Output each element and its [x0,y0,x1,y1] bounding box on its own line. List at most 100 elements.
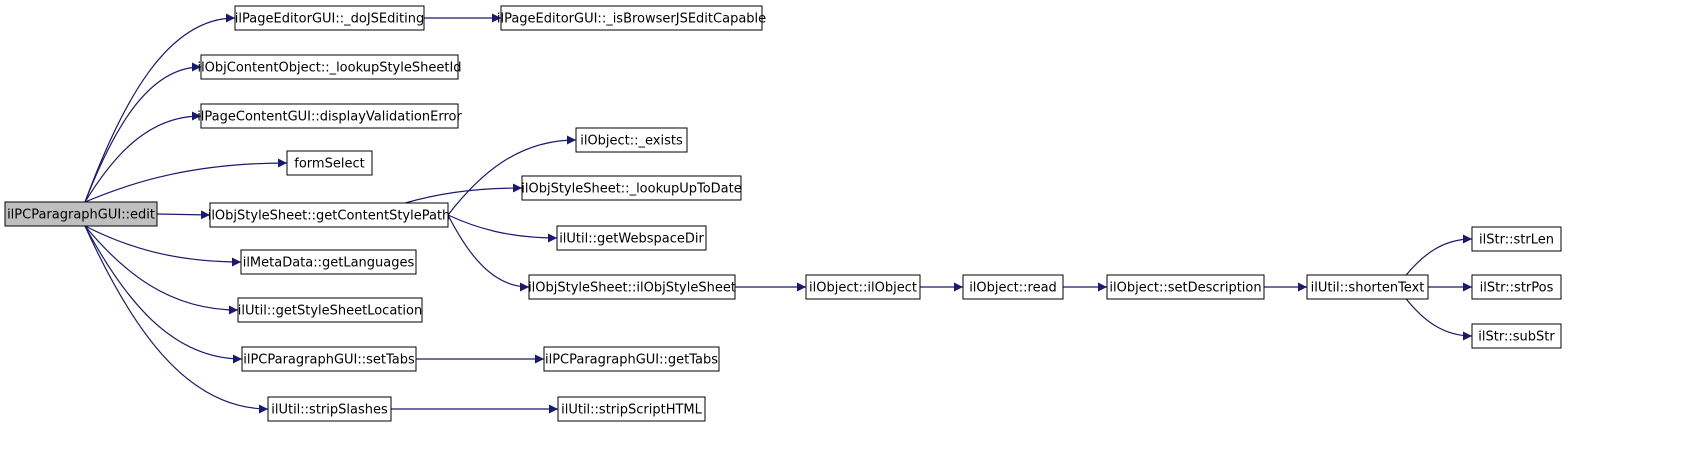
node-box [575,127,688,153]
node-box [500,5,763,31]
edge-n0-to-n6 [156,210,211,220]
node-ilutil-getstylesheetlocation[interactable]: ilUtil::getStyleSheetLocation [237,297,423,323]
node-label: ilPageEditorGUI::_doJSEditing [235,12,424,27]
edge-n0-to-n5 [84,158,288,203]
node-ilobjstylesheet-ilobjstylesheet[interactable]: ilObjStyleSheet::ilObjStyleSheet [528,274,736,300]
node-ilobject-setdescription[interactable]: ilObject::setDescription [1106,274,1265,300]
edge-arrow [156,210,211,220]
node-label: ilUtil::shortenText [1311,281,1425,296]
edge-arrow [84,225,242,267]
node-label: ilObjStyleSheet::ilObjStyleSheet [528,281,736,296]
node-label: ilObject::read [969,281,1057,296]
edge-arrow [1405,234,1473,276]
node-ilutil-shortentext[interactable]: ilUtil::shortenText [1306,274,1429,300]
node-ilpcparagraphgui-gettabs[interactable]: ilPCParagraphGUI::getTabs [543,346,720,372]
nodes-layer: ilPCParagraphGUI::edit ilPageEditorGUI::_… [4,5,1562,422]
node-box [234,5,425,31]
node-label: ilStr::strPos [1480,281,1554,296]
node-label: ilObject::ilObject [809,281,917,296]
node-ilpcparagraphgui-edit[interactable]: ilPCParagraphGUI::edit [4,201,158,227]
node-label: ilStr::strLen [1479,233,1554,248]
node-box [240,249,417,275]
node-box [1306,274,1429,300]
node-label: formSelect [294,157,364,172]
node-box [543,346,720,372]
node-ilobject-read[interactable]: ilObject::read [962,274,1064,300]
edge-n6-to-n10 [447,214,530,292]
edge-n0-to-n18 [84,225,242,267]
edge-n6-to-n8 [404,183,523,204]
node-label: ilObjStyleSheet::_lookupUpToDate [521,182,741,197]
edge-arrow [84,62,202,203]
node-label: ilPageEditorGUI::_isBrowserJSEditCapable [497,12,766,27]
edge-arrow [447,214,558,243]
node-label: ilUtil::stripSlashes [271,403,388,418]
node-ilpagecontentgui-displayvalidationerror[interactable]: ilPageContentGUI::displayValidationError [197,103,462,129]
node-ilutil-getwebspacedir[interactable]: ilUtil::getWebspaceDir [556,225,707,251]
node-label: ilObjStyleSheet::getContentStylePath [208,209,451,224]
node-box [1471,323,1562,349]
node-box [4,201,158,227]
node-label: ilPCParagraphGUI::setTabs [243,353,415,368]
edge-n0-to-n22 [84,225,269,414]
node-ilstr-substr[interactable]: ilStr::subStr [1471,323,1562,349]
node-box [241,346,417,372]
node-ilobject-ilobject[interactable]: ilObject::ilObject [805,274,921,300]
node-label: ilObject::setDescription [1109,281,1261,296]
edge-arrow [84,225,243,364]
node-ilobject-exists[interactable]: ilObject::_exists [575,127,688,153]
node-box [286,150,373,176]
edge-arrow [447,214,530,292]
node-ilobjstylesheet-getcontentstylepath[interactable]: ilObjStyleSheet::getContentStylePath [208,202,451,228]
edge-n0-to-n1 [84,13,236,203]
edge-arrow [1405,298,1473,341]
node-box [557,396,706,422]
node-label: ilUtil::getWebspaceDir [559,232,704,247]
node-label: ilPCParagraphGUI::getTabs [545,353,718,368]
edge-n0-to-n4 [84,111,202,203]
node-box [528,274,736,300]
node-box [1106,274,1265,300]
node-label: ilUtil::getStyleSheetLocation [238,304,422,319]
node-box [962,274,1064,300]
node-ilutil-stripslashes[interactable]: ilUtil::stripSlashes [267,396,392,422]
node-ilmetadata-getlanguages[interactable]: ilMetaData::getLanguages [240,249,417,275]
node-label: ilPCParagraphGUI::edit [7,208,155,223]
node-box [237,297,423,323]
node-box [1471,274,1562,300]
node-ilutil-stripscripthtml[interactable]: ilUtil::stripScriptHTML [557,396,706,422]
node-box [200,103,459,129]
node-box [521,175,742,201]
node-box [556,225,707,251]
edge-arrow [84,111,202,203]
edge-arrow [84,225,239,315]
edge-arrow [84,13,236,203]
node-ilpcparagraphgui-settabs[interactable]: ilPCParagraphGUI::setTabs [241,346,417,372]
edge-n0-to-n19 [84,225,239,315]
node-box [267,396,392,422]
edge-arrow [447,135,577,216]
edge-n6-to-n7 [447,135,577,216]
node-label: ilUtil::stripScriptHTML [561,403,703,418]
node-ilstr-strlen[interactable]: ilStr::strLen [1471,226,1562,252]
node-box [805,274,921,300]
node-ilpageeditorgui-dojsediting[interactable]: ilPageEditorGUI::_doJSEditing [234,5,425,31]
node-label: ilPageContentGUI::displayValidationError [197,110,462,125]
edge-n6-to-n9 [447,214,558,243]
node-box [1471,226,1562,252]
node-box [209,202,449,228]
node-ilpageeditorgui-isbrowserjseditcapable[interactable]: ilPageEditorGUI::_isBrowserJSEditCapable [497,5,766,31]
node-box [200,54,459,80]
node-ilobjstylesheet-lookupuptodate[interactable]: ilObjStyleSheet::_lookupUpToDate [521,175,742,201]
node-label: ilObjContentObject::_lookupStyleSheetId [197,61,461,76]
node-formselect[interactable]: formSelect [286,150,373,176]
node-ilobjcontentobject-lookupstylesheetid[interactable]: ilObjContentObject::_lookupStyleSheetId [197,54,462,80]
edge-n0-to-n3 [84,62,202,203]
node-label: ilMetaData::getLanguages [243,256,415,271]
node-ilstr-strpos[interactable]: ilStr::strPos [1471,274,1562,300]
node-label: ilObject::_exists [580,134,683,149]
edge-arrow [84,225,269,414]
edges-layer [84,13,1473,414]
edge-n14-to-n15 [1405,234,1473,276]
